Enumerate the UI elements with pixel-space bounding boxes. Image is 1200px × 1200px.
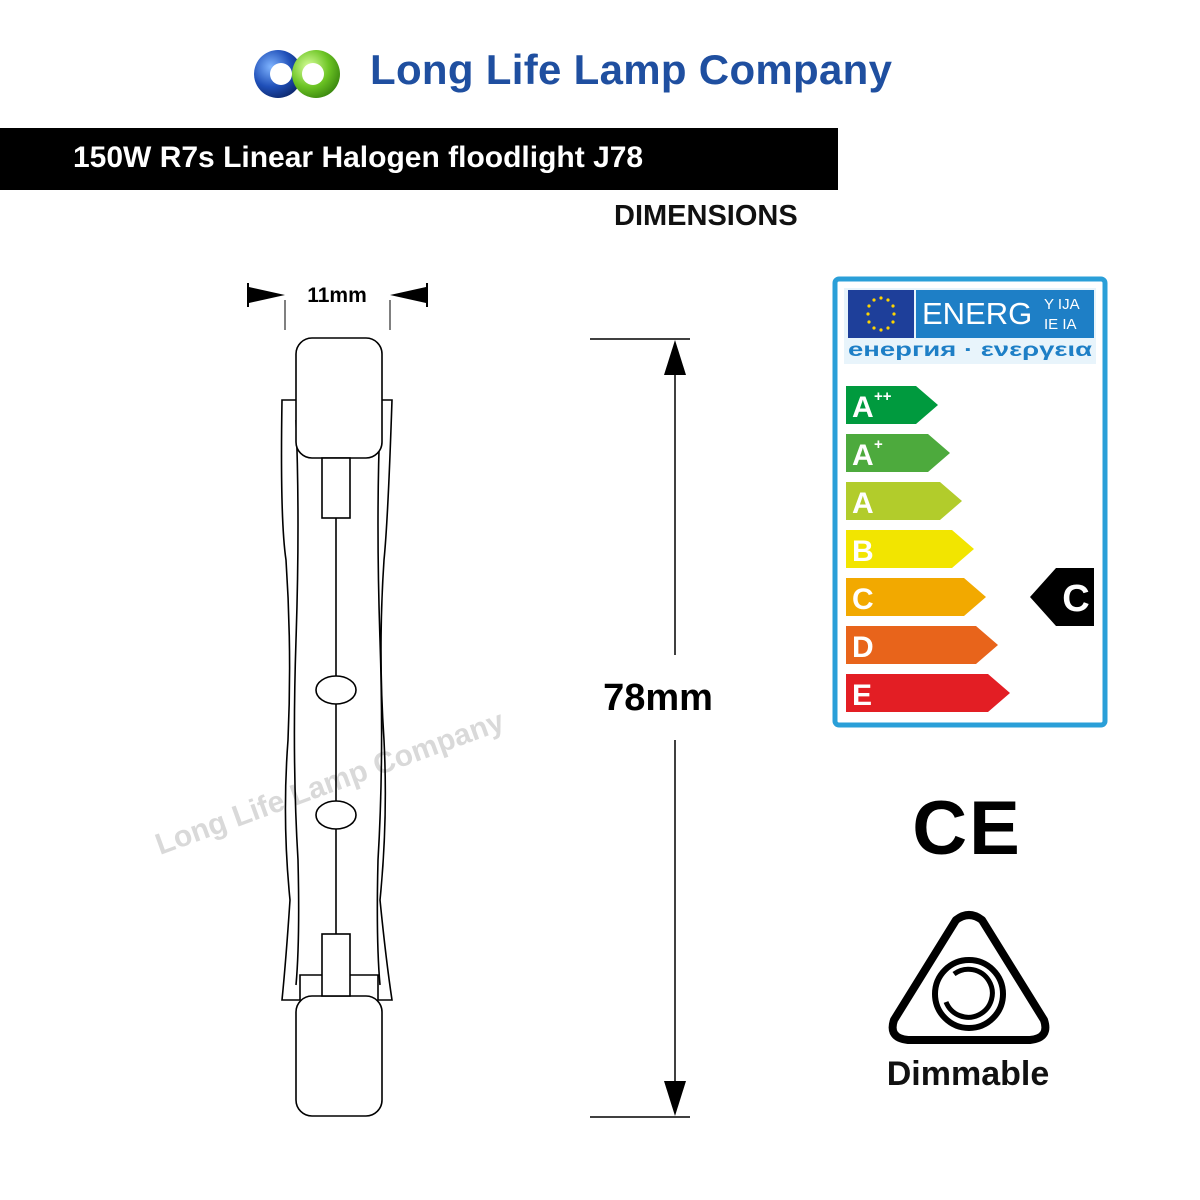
width-label: 11mm <box>307 284 367 307</box>
dimensions-heading: DIMENSIONS <box>614 200 798 232</box>
energy-suffix-top: Y IJA <box>1044 296 1080 313</box>
energy-class-superscript: ++ <box>874 388 892 405</box>
energy-suffix-bottom: IE IA <box>1044 316 1077 333</box>
length-label: 78mm <box>603 677 713 719</box>
ce-mark-icon: CE <box>912 790 1022 862</box>
ce-mark-text: CE <box>912 790 1022 862</box>
two-ring-logo-icon <box>254 50 340 98</box>
energy-class-letter: E <box>852 679 872 712</box>
energy-rating-marker: C <box>1030 568 1094 626</box>
energy-class-bar <box>846 482 962 520</box>
watermark-text: Long Life Lamp Company <box>151 704 509 861</box>
length-dimension: 78mm <box>590 338 713 1118</box>
rating-letter: C <box>1062 578 1089 620</box>
energy-class-letter: C <box>852 583 874 616</box>
energy-class-letter: A <box>852 391 874 424</box>
title-bar <box>0 128 838 190</box>
energy-class-superscript: + <box>874 436 883 453</box>
energy-class-letter: A <box>852 439 874 472</box>
lamp-dimension-diagram: Long Life Lamp Company 11mm <box>151 283 713 1118</box>
energy-class-bar <box>846 626 998 664</box>
width-dimension: 11mm <box>247 283 428 330</box>
energy-subtitle: енергия · ενεργεια <box>848 340 1092 361</box>
energy-class-letter: D <box>852 631 874 664</box>
energy-word: ENERG <box>922 296 1032 331</box>
energy-class-bar <box>846 674 1010 712</box>
lamp-outline <box>280 337 393 1117</box>
energy-class-bar <box>846 434 950 472</box>
energy-class-bar <box>846 578 986 616</box>
energy-class-bar <box>846 386 938 424</box>
eu-flag-icon <box>848 290 914 338</box>
dimmable-icon <box>888 911 1050 1044</box>
brand-name: Long Life Lamp Company <box>370 46 893 93</box>
dimmable-label: Dimmable <box>886 1055 1050 1093</box>
product-title: 150W R7s Linear Halogen floodlight J78 <box>73 141 644 174</box>
energy-label: ENERG Y IJA IE IA енергия · ενεργεια A++… <box>832 276 1108 728</box>
energy-class-letter: B <box>852 535 874 568</box>
rating-arrow <box>1030 568 1094 626</box>
energy-class-letter: A <box>852 487 874 520</box>
energy-class-bar <box>846 530 974 568</box>
